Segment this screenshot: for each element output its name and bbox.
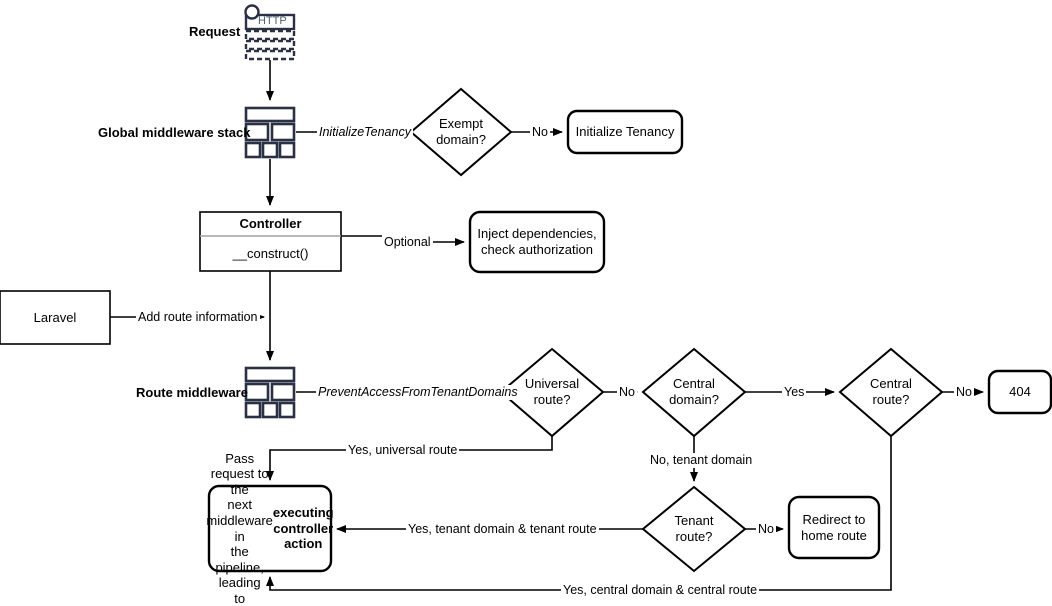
central-domain-decision-shape (641, 347, 747, 438)
edge-label-prevent-access-from-tenant-domains: PreventAccessFromTenantDomains (316, 385, 520, 400)
request-label: Request (189, 24, 241, 39)
laravel-shape (0, 290, 111, 345)
edge-label-yes-central-domain-central-route: Yes, central domain & central route (561, 583, 760, 598)
controller-class-shape (199, 211, 342, 272)
edge-label-optional: Optional (382, 235, 433, 250)
route-middleware-stack-icon (244, 366, 296, 419)
edge-label-universal-no: No (617, 385, 637, 400)
edge-label-yes-universal-route: Yes, universal route (346, 443, 460, 458)
edge-label-tenant-route-no: No (756, 522, 776, 537)
inject-dependencies-shape (468, 210, 606, 274)
http-request-icon (244, 4, 296, 61)
initialize-tenancy-shape (566, 109, 684, 155)
tenant-route-decision-shape (641, 485, 747, 573)
edge-label-yes-tenant-domain-tenant-route: Yes, tenant domain & tenant route (406, 522, 599, 537)
route-middleware-label: Route middleware (136, 385, 248, 400)
redirect-home-shape (787, 495, 881, 560)
exempt-domain-decision-shape (409, 87, 513, 177)
pass-request-shape (207, 484, 333, 573)
global-middleware-stack-icon (244, 106, 296, 159)
edge-label-initialize-tenancy-middleware: InitializeTenancy (317, 125, 413, 140)
edge-label-no-tenant-domain: No, tenant domain (648, 453, 755, 468)
central-route-decision-shape (838, 347, 944, 438)
http-label: HTTP (258, 15, 287, 27)
not-found-shape (987, 369, 1052, 415)
edge-label-add-route-information: Add route information (136, 310, 260, 325)
edge-label-exempt-no: No (530, 125, 550, 140)
global-middleware-stack-label: Global middleware stack (98, 125, 251, 140)
edge-label-central-domain-yes: Yes (782, 385, 807, 400)
edge-label-central-route-no: No (954, 385, 974, 400)
